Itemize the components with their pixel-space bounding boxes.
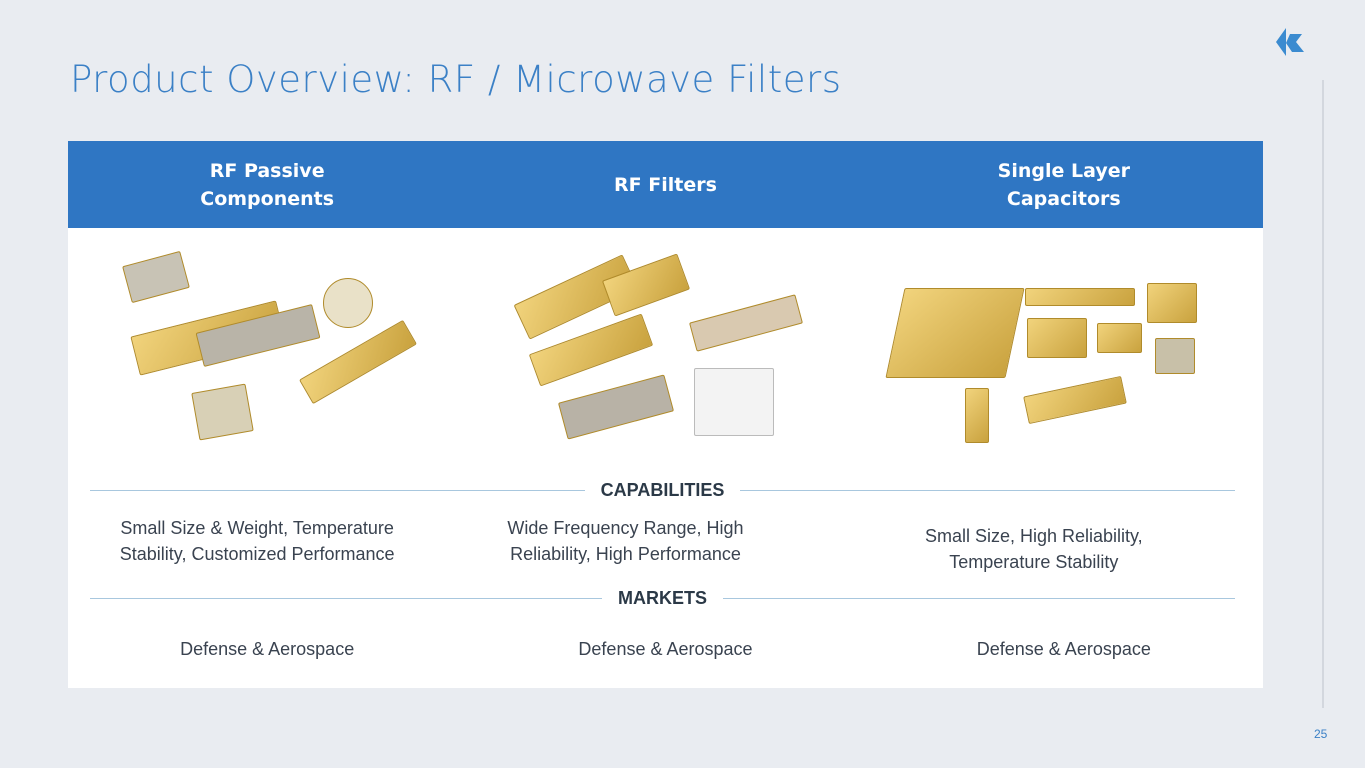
markets-label: MARKETS	[618, 587, 707, 608]
divider-line	[1322, 80, 1324, 708]
header-text: Single Layer	[997, 159, 1130, 182]
capability-text: Small Size, High Reliability, Temperatur…	[924, 526, 1143, 572]
logo-icon	[1276, 28, 1304, 56]
page-number: 25	[1314, 727, 1328, 741]
capabilities-label: CAPABILITIES	[600, 479, 725, 500]
header-text: RF Passive	[209, 159, 325, 182]
capacitors-image	[865, 238, 1263, 458]
market-text: Defense & Aerospace	[578, 639, 753, 659]
markets-row: Defense & Aerospace Defense & Aerospace …	[68, 636, 1263, 662]
markets-divider: MARKETS	[90, 588, 1235, 608]
header-text: Components	[200, 187, 335, 210]
header-text: Capacitors	[1006, 187, 1121, 210]
rf-passive-image	[68, 238, 466, 458]
page-title: Product Overview: RF / Microwave Filters	[70, 58, 842, 101]
market-text: Defense & Aerospace	[180, 639, 355, 659]
market-text: Defense & Aerospace	[976, 639, 1151, 659]
capabilities-row: Small Size & Weight, Temperature Stabili…	[68, 515, 1263, 575]
capabilities-divider: CAPABILITIES	[90, 479, 1236, 500]
capability-text: Wide Frequency Range, High Reliability, …	[507, 518, 744, 564]
header-rf-filters: RF Filters	[466, 141, 864, 228]
rf-filters-image	[466, 238, 864, 458]
header-text: RF Filters	[614, 173, 717, 196]
capability-text: Small Size & Weight, Temperature Stabili…	[119, 518, 395, 564]
